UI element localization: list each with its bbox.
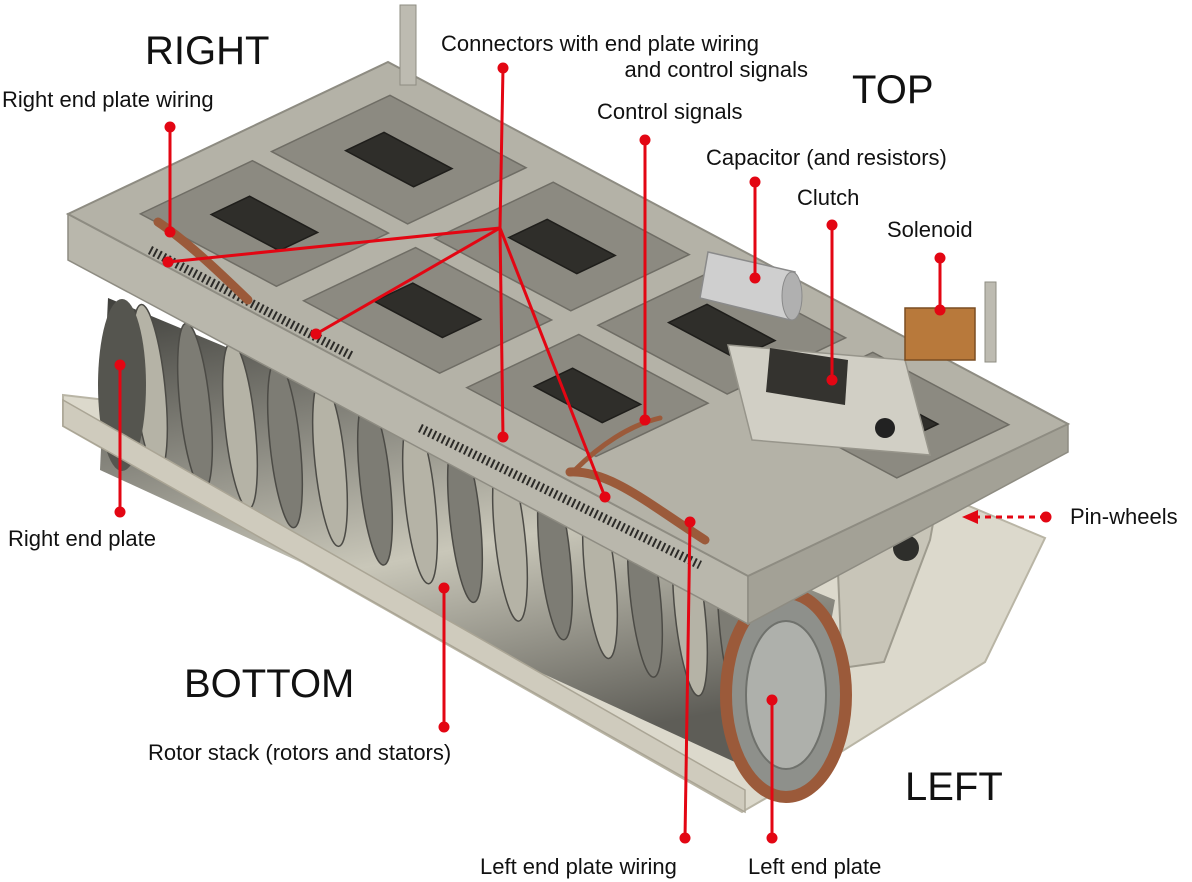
leader-arrowhead [962,510,978,524]
leader-dot [114,506,126,518]
compartment-slot [372,282,483,339]
leader-dot [599,491,611,503]
leader-line [498,67,505,229]
leader-dot [497,62,509,74]
leader-dot [766,694,778,706]
label-right: RIGHT [145,29,269,73]
label-left: LEFT [905,765,1003,809]
control-signal-cable [572,415,663,473]
capacitor-end [781,271,803,321]
leader-line [498,227,607,498]
compartment-slot [209,195,320,252]
callout-line-solenoid [934,252,946,316]
callout-line-pin-wheels [962,510,1052,524]
leader-line [167,226,501,264]
callout-line-connectors [162,62,611,503]
callout-labels: Connectors with end plate wiring and con… [2,31,1178,879]
callout-line-right-end-plate-wiring [164,121,176,238]
leader-dot [749,176,761,188]
leader-line [683,521,692,839]
leader-dot [684,516,696,528]
clutch-bearing [875,418,895,438]
leader-dot [162,256,174,268]
callout-pin-wheels: Pin-wheels [1070,504,1178,529]
leader-dot [934,252,946,264]
callout-line-rotor-stack [438,582,450,733]
leader-dot [164,121,176,133]
leader-dot [766,832,778,844]
leader-dot [438,721,450,733]
leader-dot [310,328,322,340]
back-guide-pin [399,4,417,86]
callout-left-end-plate: Left end plate [748,854,881,879]
callout-solenoid: Solenoid [887,217,973,242]
leader-dot [114,359,126,371]
leader-dot [164,226,176,238]
tray-front-lip [62,398,746,814]
callout-line-clutch [826,219,838,386]
callout-line-left-end-plate [766,694,778,844]
leader-dot [749,272,761,284]
callout-left-end-plate-wiring: Left end plate wiring [480,854,677,879]
callout-right-end-plate: Right end plate [8,526,156,551]
leader-dot [497,431,509,443]
solenoid-coil [904,307,976,361]
capacitor [699,251,803,321]
machine-illustration [62,4,1071,814]
callout-line-capacitor [749,176,761,284]
leader-dot [934,304,946,316]
callout-rotor-stack: Rotor stack (rotors and stators) [148,740,451,765]
compartment-slot [666,303,777,360]
callout-connectors-line2: and control signals [625,57,808,82]
left-connector-strip [418,423,702,570]
compartment-slot [507,218,617,275]
left-end-plate-disc [745,620,827,770]
leader-line [315,226,501,336]
label-top: TOP [852,68,934,112]
top-plate-surface [65,60,1071,578]
leader-dot [826,374,838,386]
clutch-assembly [727,344,931,456]
callout-control-signals: Control signals [597,99,743,124]
callout-line-left-end-plate-wiring [679,516,696,844]
callout-line-right-end-plate [114,359,126,518]
left-end-plate-cable [565,467,710,545]
callout-connectors-line1: Connectors with end plate wiring [441,31,759,56]
leader-dot [679,832,691,844]
leader-dot [826,219,838,231]
callout-capacitor: Capacitor (and resistors) [706,145,947,170]
leader-dot [639,414,651,426]
leader-dot [438,582,450,594]
callout-lines [114,62,1052,844]
orientation-labels: RIGHT TOP BOTTOM LEFT [145,29,1003,809]
callout-right-end-plate-wiring: Right end plate wiring [2,87,214,112]
callout-clutch: Clutch [797,185,859,210]
callout-line-control-signals [639,134,651,426]
clutch-gear [766,348,848,405]
leader-dot [1040,511,1052,523]
label-bottom: BOTTOM [184,662,354,706]
leader-line [498,227,505,438]
right-guide-pin [984,281,997,363]
leader-dot [639,134,651,146]
compartment-slot [343,131,454,188]
